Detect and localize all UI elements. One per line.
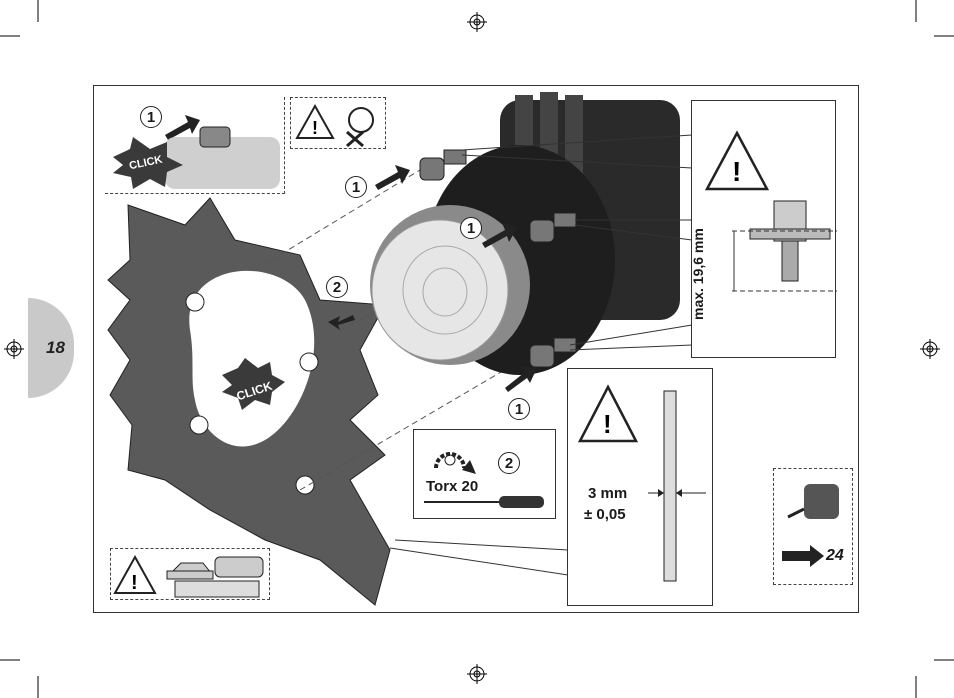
step-marker-1: 1	[460, 217, 482, 239]
plate-hole	[295, 475, 315, 495]
registration-mark-bottom	[467, 664, 487, 684]
screws	[419, 149, 577, 368]
car-icon	[166, 562, 214, 580]
van-icon	[214, 556, 264, 578]
step-marker-2: 2	[326, 276, 348, 298]
svg-text:!: !	[603, 409, 612, 439]
registration-mark-right	[920, 339, 940, 359]
inset-vehicle-warning: !	[110, 548, 270, 600]
warning-icon: !	[577, 384, 639, 443]
screwdriver-icon	[424, 496, 544, 508]
inset-max-height: !	[691, 100, 837, 358]
thickness-tolerance: ± 0,05	[584, 506, 626, 523]
bus-icon	[174, 580, 260, 598]
no-tool-icon	[346, 107, 374, 148]
leader-lines	[389, 134, 693, 576]
page-number: 18	[46, 338, 65, 357]
plate-hole	[189, 415, 209, 435]
warning-icon: !	[704, 130, 770, 191]
step-marker-1: 1	[345, 176, 367, 198]
step-marker-1: 1	[508, 398, 530, 420]
svg-text:!: !	[312, 118, 318, 138]
warning-icon: !	[295, 103, 335, 139]
plate-cutout	[189, 270, 315, 447]
arrow-right-icon	[782, 545, 824, 567]
connector-illustration	[113, 126, 280, 189]
illustration-frame	[93, 85, 859, 613]
actuator-icon	[787, 484, 839, 519]
inset-no-tool-warning: !	[290, 97, 386, 149]
max-height-label: max. 19,6 mm	[690, 228, 706, 320]
plate-hole	[299, 352, 319, 372]
registration-mark-top	[467, 12, 487, 32]
page-reference-number: 24	[826, 547, 844, 564]
rotate-clockwise-icon	[434, 452, 476, 474]
svg-text:!: !	[732, 156, 741, 187]
plate-hole	[185, 292, 205, 312]
thickness-value: 3 mm	[588, 485, 628, 502]
inset-thickness: ! 3 mm ± 0,05	[567, 368, 713, 606]
inset-torx-tool: 2 Torx 20	[413, 429, 556, 519]
step-marker-2: 2	[498, 452, 520, 474]
warning-icon: !	[113, 554, 157, 594]
step-marker-1: 1	[140, 106, 162, 128]
tool-label: Torx 20	[426, 478, 479, 495]
registration-mark-left	[4, 339, 24, 359]
click-burst	[222, 358, 285, 410]
svg-text:!: !	[131, 572, 138, 594]
inset-page-reference: 24	[773, 468, 853, 585]
headlamp-module	[370, 92, 680, 375]
motion-arrows	[165, 115, 537, 392]
inset-click-detail: CLICK	[105, 97, 285, 194]
